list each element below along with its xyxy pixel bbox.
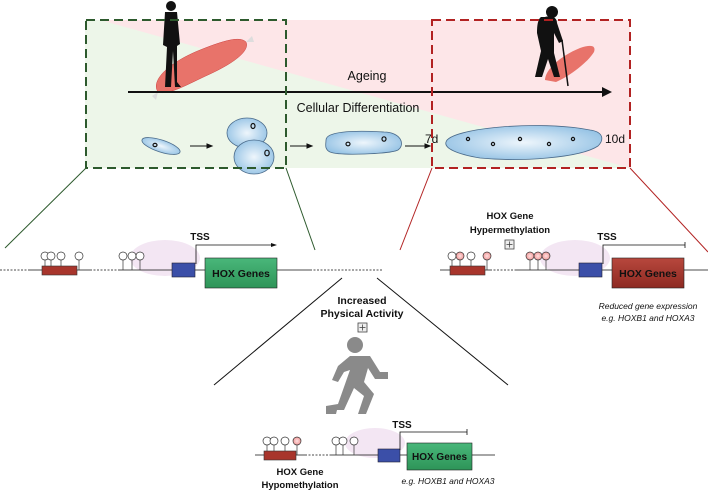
young-person-silhouette <box>163 1 181 87</box>
ageing-label: Ageing <box>348 69 387 83</box>
reduced-expression-note: Reduced gene expression <box>599 301 698 311</box>
aged-state-box <box>431 19 631 169</box>
plus-box-icon <box>357 322 368 333</box>
hypermethylation-label-line1: HOX Gene <box>487 211 534 222</box>
hox-gene-repressed <box>611 257 685 289</box>
hypomethylation-label-line2: Hypomethylation <box>261 480 338 491</box>
cpg-island <box>41 265 78 276</box>
cpg-island <box>449 265 486 276</box>
aged-gene-locus: HOX Gene Hypermethylation TSS HOX Genes … <box>440 211 708 323</box>
tss-arrow <box>195 244 272 264</box>
timeline-panel: Ageing Cellular Differentiation 7d 10d <box>85 1 631 175</box>
activity-label-line2: Physical Activity <box>320 308 403 320</box>
activity-label-line1: Increased <box>337 295 386 307</box>
unmethylated-cpgs <box>40 251 145 270</box>
promoter <box>377 448 401 463</box>
hypomethylated-cpgs <box>262 436 359 455</box>
hox-gene-label: HOX Genes <box>619 268 677 280</box>
myoblast-cell <box>141 137 181 155</box>
running-person-icon <box>326 337 388 414</box>
cellular-differentiation-label: Cellular Differentiation <box>297 101 420 115</box>
day10-label: 10d <box>605 132 625 146</box>
aged-person-silhouette <box>535 6 569 87</box>
hypomethylation-label-line1: HOX Gene <box>277 467 324 478</box>
tss-label: TSS <box>597 232 617 243</box>
promoter <box>578 262 603 278</box>
young-gene-locus: TSS HOX Genes <box>0 232 310 289</box>
tss-bracket <box>399 429 468 450</box>
myocyte-cell <box>325 130 402 155</box>
methylated-cpgs <box>447 251 551 270</box>
zoom-connectors <box>4 167 708 253</box>
blocked-tss-arrow <box>602 242 686 264</box>
reduced-expression-examples: e.g. HOXB1 and HOXA3 <box>601 313 694 323</box>
young-muscle-icon <box>152 36 254 100</box>
plus-box-icon <box>504 239 515 250</box>
tss-label: TSS <box>392 420 412 431</box>
myotube-cell <box>445 125 603 160</box>
cell-nuclei <box>152 122 576 157</box>
hox-gene-active <box>204 257 278 289</box>
proliferating-cell <box>233 139 275 175</box>
physical-activity-section: Increased Physical Activity <box>213 277 509 414</box>
hox-gene-label: HOX Genes <box>212 268 270 280</box>
promoter <box>171 262 196 278</box>
tss-label: TSS <box>190 232 210 243</box>
timeline-arrowhead <box>602 87 612 97</box>
differentiation-arrows <box>190 143 432 149</box>
cpg-island <box>263 450 297 461</box>
day7-label: 7d <box>425 132 438 146</box>
hypermethylation-label-line2: Hypermethylation <box>470 225 550 236</box>
hox-gene-active <box>406 442 473 471</box>
active-gene-locus: TSS HOX Genes HOX Gene Hypomethylation e… <box>255 420 495 491</box>
young-state-box <box>85 19 287 169</box>
gene-examples-note: e.g. HOXB1 and HOXA3 <box>401 476 494 486</box>
hox-gene-label: HOX Genes <box>412 452 467 463</box>
